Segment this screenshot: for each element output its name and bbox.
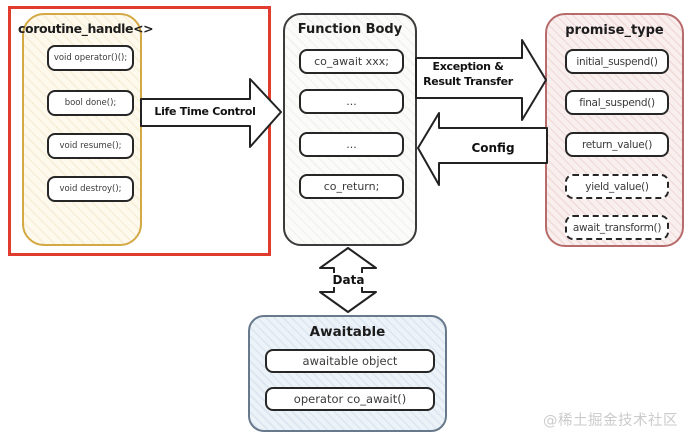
method-box-final-suspend: final_suspend() <box>565 90 669 115</box>
data-label: Data <box>326 273 371 287</box>
watermark-text: @稀土掘金技术社区 <box>543 413 678 429</box>
life-time-control-label: Life Time Control <box>154 105 256 118</box>
statement-box-co-await: co_await xxx; <box>299 49 404 74</box>
awaitable-panel: Awaitable awaitable object operator co_a… <box>248 315 447 432</box>
function-body-panel: Function Body co_await xxx; ... ... co_r… <box>283 13 417 246</box>
method-box-destroy: void destroy(); <box>47 176 134 202</box>
coroutine-handle-title: coroutine_handle<> <box>18 21 154 36</box>
config-arrow <box>417 112 548 186</box>
method-box-initial-suspend: initial_suspend() <box>565 49 669 74</box>
method-box-resume: void resume(); <box>47 133 134 159</box>
promise-type-title: promise_type <box>565 23 664 38</box>
method-box-operator: void operator()(); <box>47 45 134 71</box>
method-box-done: bool done(); <box>47 90 134 116</box>
method-box-return-value: return_value() <box>565 132 669 157</box>
statement-box-ellipsis-2: ... <box>299 132 404 157</box>
awaitable-title: Awaitable <box>309 324 386 340</box>
lifetime-highlight-outline <box>8 6 271 256</box>
promise-type-panel: promise_type initial_suspend() final_sus… <box>545 13 684 247</box>
statement-box-co-return: co_return; <box>299 174 404 199</box>
method-box-yield-value: yield_value() <box>565 174 669 199</box>
exception-label-line1: Exception & <box>432 60 504 73</box>
config-label: Config <box>471 141 515 155</box>
life-time-control-arrow <box>140 78 282 148</box>
exception-label-line2: Result Transfer <box>423 75 513 88</box>
exception-result-transfer-arrow <box>415 39 547 121</box>
statement-box-ellipsis-1: ... <box>299 89 404 114</box>
function-body-title: Function Body <box>297 22 403 37</box>
exception-result-transfer-label: Exception & Result Transfer <box>410 59 526 89</box>
member-box-awaitable-object: awaitable object <box>265 349 435 373</box>
member-box-operator-co-await: operator co_await() <box>265 387 435 411</box>
method-box-await-transform: await_transform() <box>565 215 669 240</box>
coroutine-handle-panel: coroutine_handle<> void operator()(); bo… <box>18 13 154 246</box>
